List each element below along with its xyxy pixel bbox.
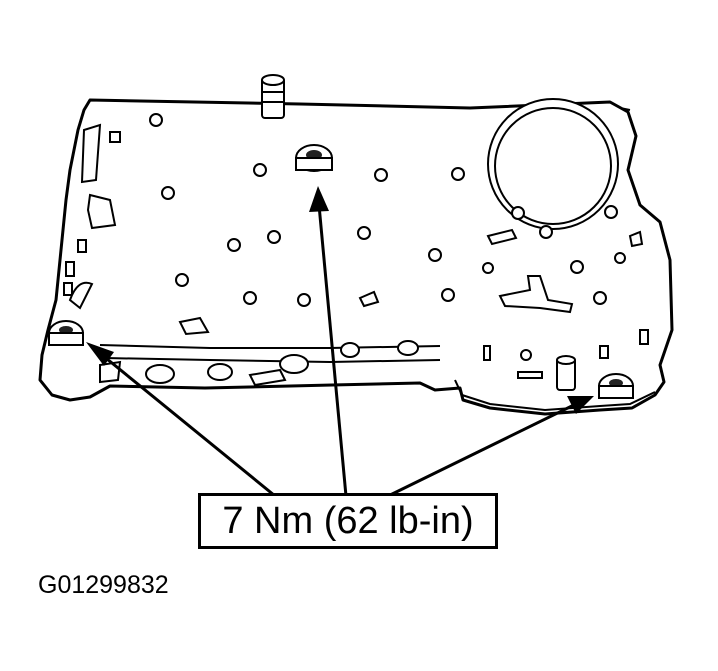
bolt-left-body: [48, 332, 84, 346]
torque-callout-box: 7 Nm (62 lb-in): [198, 493, 498, 549]
arrowheads: [86, 186, 594, 414]
plate-holes: [149, 113, 626, 361]
large-bore: [487, 98, 619, 230]
front-passages: [99, 340, 419, 387]
arrowhead-left: [86, 342, 114, 366]
bolt-right-body: [598, 385, 634, 399]
torque-callout-text: 7 Nm (62 lb-in): [222, 499, 474, 542]
plate-lower-edge: [99, 344, 441, 349]
leader-lines: [95, 204, 581, 502]
arrowhead-top: [309, 186, 329, 212]
plate-lower-edge-2: [104, 357, 441, 364]
plate-slots: [63, 123, 649, 379]
figure-id: G01299832: [38, 571, 169, 599]
dowel-pin-right-cap: [556, 355, 576, 365]
arrowhead-right: [567, 396, 594, 414]
bolt-top-center-body: [295, 157, 333, 171]
plate-lower-flange: [454, 379, 656, 412]
large-bore-inner: [494, 107, 612, 225]
dowel-pin-top-cap: [261, 74, 285, 86]
